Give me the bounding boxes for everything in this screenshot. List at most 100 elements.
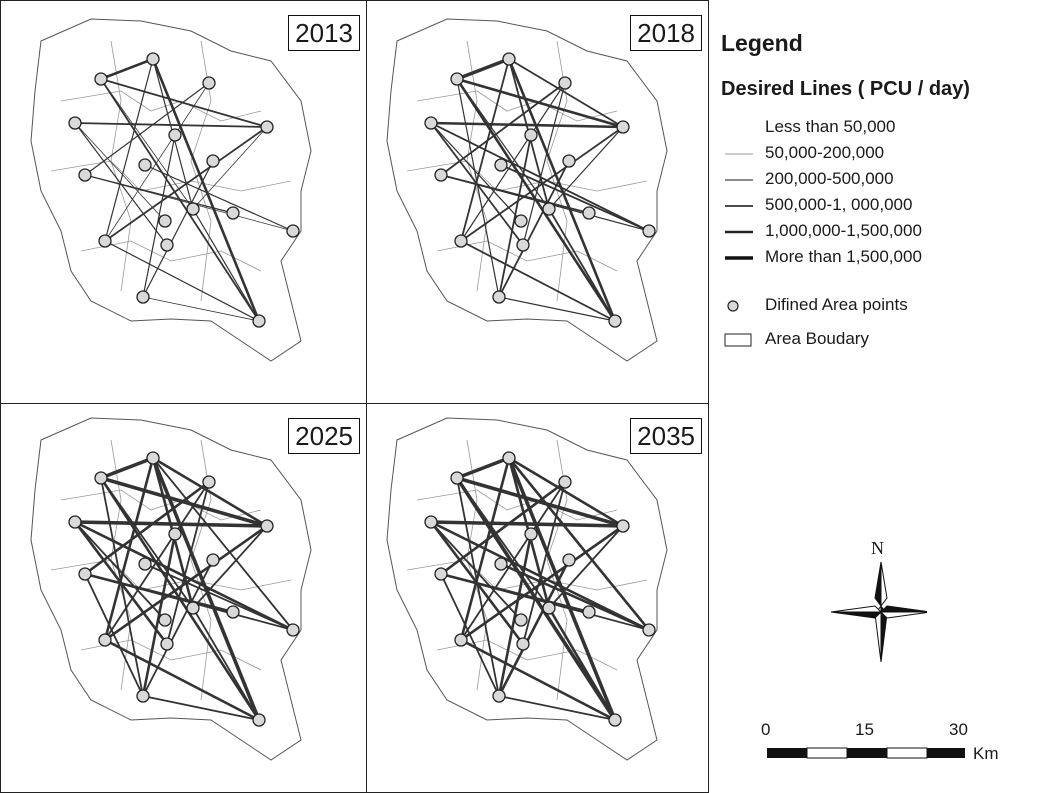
desire-line bbox=[547, 607, 617, 721]
legend-item-label: Less than 50,000 bbox=[765, 117, 896, 136]
line-swatch bbox=[725, 230, 753, 233]
area-point bbox=[502, 451, 516, 465]
legend-subtitle: Desired Lines ( PCU / day) bbox=[721, 78, 970, 100]
legend-panel: Legend Desired Lines ( PCU / day) Less t… bbox=[708, 0, 1059, 793]
desire-line bbox=[440, 174, 650, 232]
scale-bar bbox=[767, 747, 965, 759]
scale-tick-0: 0 bbox=[761, 720, 771, 739]
desire-line bbox=[508, 58, 624, 128]
legend-item: 200,000-500,000 bbox=[723, 166, 894, 192]
area-point bbox=[450, 471, 464, 485]
area-point bbox=[542, 202, 556, 216]
desire-line bbox=[100, 57, 154, 81]
desire-line bbox=[84, 174, 294, 232]
area-point bbox=[168, 527, 182, 541]
area-point bbox=[558, 76, 572, 90]
area-boundary-icon bbox=[724, 333, 752, 347]
area-point bbox=[562, 154, 576, 168]
desire-line bbox=[507, 58, 617, 322]
desire-line bbox=[508, 456, 624, 528]
legend-item: 500,000-1, 000,000 bbox=[723, 192, 912, 218]
area-point bbox=[68, 515, 82, 529]
district-boundary bbox=[110, 40, 132, 292]
legend-item: Difined Area points bbox=[723, 292, 908, 318]
year-label: 2018 bbox=[630, 15, 702, 51]
area-point bbox=[186, 202, 200, 216]
desire-line bbox=[104, 240, 260, 322]
desire-line bbox=[142, 134, 176, 298]
desire-line bbox=[522, 82, 566, 246]
desire-line bbox=[460, 82, 566, 242]
desire-line bbox=[498, 134, 532, 298]
north-label: N bbox=[871, 538, 884, 558]
area-point bbox=[524, 128, 538, 142]
area-point bbox=[286, 623, 300, 637]
scale-tick-30: 30 bbox=[949, 720, 968, 739]
desire-line bbox=[498, 160, 570, 298]
desire-line bbox=[151, 58, 261, 322]
area-point bbox=[202, 76, 216, 90]
area-point bbox=[68, 116, 82, 130]
area-point bbox=[514, 613, 528, 627]
area-point bbox=[252, 314, 266, 328]
desire-line bbox=[507, 457, 651, 631]
area-point bbox=[78, 567, 92, 581]
desire-line bbox=[142, 559, 214, 697]
desire-line bbox=[498, 695, 616, 721]
desire-line bbox=[104, 481, 210, 641]
area-boundary bbox=[386, 417, 668, 761]
area-point bbox=[642, 623, 656, 637]
area-point bbox=[454, 633, 468, 647]
desire-line bbox=[151, 457, 261, 721]
year-label: 2025 bbox=[288, 418, 360, 454]
desire-line bbox=[192, 126, 268, 210]
area-point bbox=[260, 120, 274, 134]
desire-line bbox=[142, 695, 260, 721]
area-point bbox=[98, 633, 112, 647]
desire-line bbox=[507, 457, 617, 721]
line-swatch bbox=[725, 127, 753, 128]
area-point bbox=[146, 451, 160, 465]
north-arrow-icon bbox=[830, 561, 927, 663]
legend-item: More than 1,500,000 bbox=[723, 244, 922, 270]
area-point bbox=[542, 601, 556, 615]
desire-line bbox=[460, 481, 566, 641]
desire-line bbox=[74, 122, 166, 222]
area-point bbox=[160, 238, 174, 252]
line-swatch bbox=[725, 153, 753, 154]
desire-line bbox=[166, 481, 210, 645]
desire-line bbox=[430, 122, 522, 222]
desire-line bbox=[456, 477, 550, 609]
legend-item: 50,000-200,000 bbox=[723, 140, 884, 166]
desire-lines-map bbox=[386, 417, 668, 761]
desire-line bbox=[84, 573, 294, 631]
area-point bbox=[616, 519, 630, 533]
area-point bbox=[160, 637, 174, 651]
scale-tick-15: 15 bbox=[855, 720, 874, 739]
area-point bbox=[454, 234, 468, 248]
area-point bbox=[206, 553, 220, 567]
legend-item-label: 200,000-500,000 bbox=[765, 169, 894, 188]
desire-line bbox=[100, 477, 194, 609]
area-point bbox=[642, 224, 656, 238]
desire-line bbox=[456, 78, 550, 210]
desire-lines-map bbox=[30, 417, 312, 761]
desire-line bbox=[498, 296, 616, 322]
area-point bbox=[186, 601, 200, 615]
area-point bbox=[94, 471, 108, 485]
area-point bbox=[286, 224, 300, 238]
desire-line bbox=[548, 126, 624, 210]
legend-item-label: More than 1,500,000 bbox=[765, 247, 922, 266]
year-label: 2035 bbox=[630, 418, 702, 454]
area-point bbox=[516, 238, 530, 252]
area-point bbox=[158, 214, 172, 228]
desire-line bbox=[460, 240, 616, 322]
legend-item: 1,000,000-1,500,000 bbox=[723, 218, 922, 244]
line-swatch bbox=[725, 178, 753, 181]
desire-line bbox=[440, 573, 500, 697]
area-point bbox=[608, 713, 622, 727]
desire-line bbox=[456, 78, 500, 298]
area-point bbox=[138, 158, 152, 172]
area-point bbox=[168, 128, 182, 142]
